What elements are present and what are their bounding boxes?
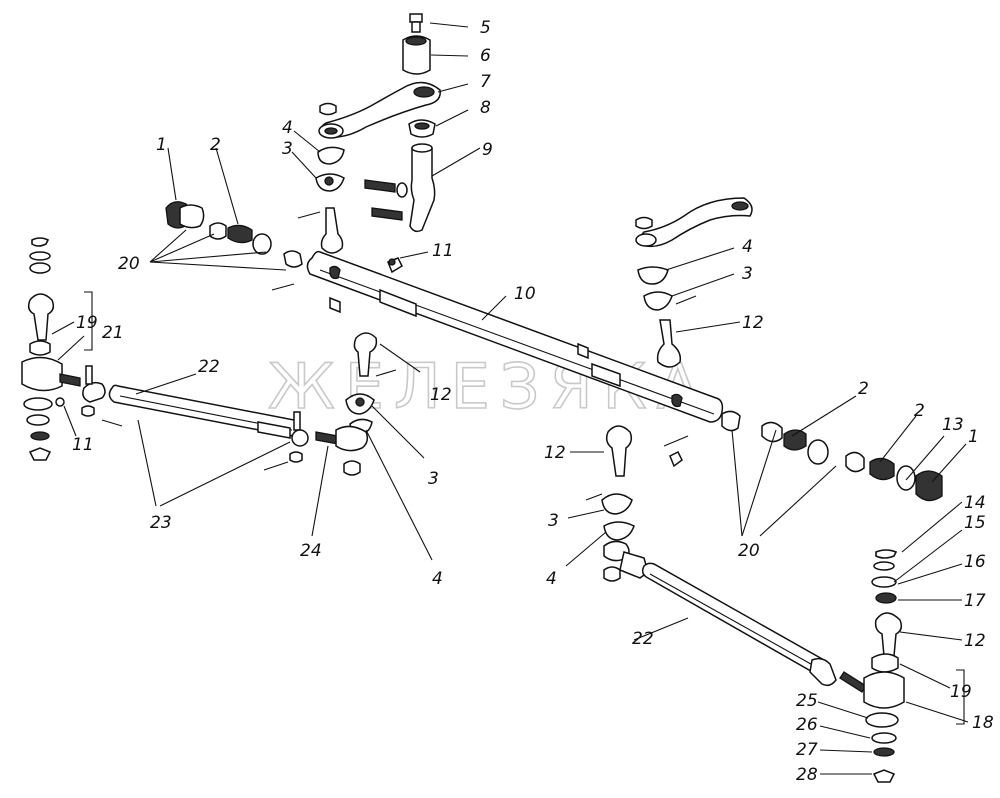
label-11-center: 11 — [432, 241, 454, 261]
cap-3-right — [643, 291, 697, 311]
ball-pin-12-middle — [353, 332, 397, 377]
label-11-left: 11 — [72, 435, 94, 455]
label-3-lower: 3 — [548, 511, 559, 531]
label-3-middle: 3 — [428, 469, 439, 489]
label-20-left: 20 — [118, 254, 140, 274]
label-1-left: 1 — [156, 135, 167, 155]
nut-8 — [408, 119, 436, 138]
ball-pin-top — [297, 207, 344, 254]
cap-3-lower — [585, 493, 633, 515]
part-labels: 5 6 7 8 9 4 3 1 2 20 11 10 4 3 12 19 21 … — [72, 18, 994, 785]
label-14: 14 — [964, 493, 986, 513]
cap-4-lower — [603, 521, 635, 541]
label-20-right: 20 — [738, 541, 760, 561]
idler-arm-right — [635, 197, 753, 248]
pitman-shaft-arm-9 — [364, 143, 436, 233]
label-23: 23 — [150, 513, 172, 533]
label-19-left: 19 — [76, 313, 98, 333]
label-28: 28 — [796, 765, 818, 785]
label-7: 7 — [480, 72, 491, 92]
label-4-top: 4 — [282, 118, 293, 138]
small-nut-right — [635, 216, 653, 230]
center-link-10 — [306, 250, 724, 423]
adjuster-right — [663, 410, 943, 502]
cap-3-middle — [345, 393, 375, 415]
ball-pin-12-lower — [605, 425, 633, 477]
small-nut-top — [319, 102, 337, 116]
plug-1-left — [165, 201, 205, 229]
label-10: 10 — [514, 284, 536, 304]
label-5: 5 — [480, 18, 491, 38]
cap-4-right — [637, 266, 669, 285]
label-4-right: 4 — [742, 237, 753, 257]
label-6: 6 — [480, 46, 491, 66]
right-tie-rod-end — [863, 549, 905, 783]
label-26: 26 — [796, 715, 818, 735]
label-2-right-a: 2 — [858, 379, 869, 399]
tie-rod-22-left — [81, 365, 369, 476]
spring-seat-2-left — [209, 222, 272, 255]
label-12-lower: 12 — [544, 443, 566, 463]
label-4-lower: 4 — [546, 569, 557, 589]
label-22-right: 22 — [632, 629, 654, 649]
label-17: 17 — [964, 591, 986, 611]
leader-lines — [51, 22, 969, 775]
grease-fitting-11-center — [387, 257, 403, 274]
ball-pin-12-right — [656, 319, 682, 368]
left-tie-rod-end — [21, 237, 81, 461]
cap-4-top — [317, 146, 345, 165]
seat-20-left — [271, 250, 303, 291]
label-15: 15 — [964, 513, 986, 533]
label-8: 8 — [480, 98, 491, 118]
label-9: 9 — [482, 140, 493, 160]
label-21: 21 — [102, 323, 124, 343]
label-12-middle: 12 — [430, 385, 452, 405]
label-18: 18 — [972, 713, 994, 733]
label-12-right-end: 12 — [964, 631, 986, 651]
label-19-right: 19 — [950, 682, 972, 702]
label-2-right-b: 2 — [914, 401, 925, 421]
label-12-right: 12 — [742, 313, 764, 333]
label-1-right: 1 — [968, 427, 979, 447]
label-22-left: 22 — [198, 357, 220, 377]
label-3-right: 3 — [742, 264, 753, 284]
tie-rod-22-right — [603, 540, 867, 693]
label-2-left: 2 — [210, 135, 221, 155]
label-3-top: 3 — [282, 139, 293, 159]
label-27: 27 — [796, 740, 818, 760]
label-13: 13 — [942, 415, 964, 435]
cap-3-top — [315, 173, 345, 192]
label-25: 25 — [796, 691, 818, 711]
label-4-middle: 4 — [432, 569, 443, 589]
nut-6 — [402, 35, 431, 75]
grease-fitting-5 — [409, 13, 423, 33]
label-24: 24 — [300, 541, 322, 561]
label-16: 16 — [964, 552, 986, 572]
pitman-arm-7 — [318, 81, 441, 139]
